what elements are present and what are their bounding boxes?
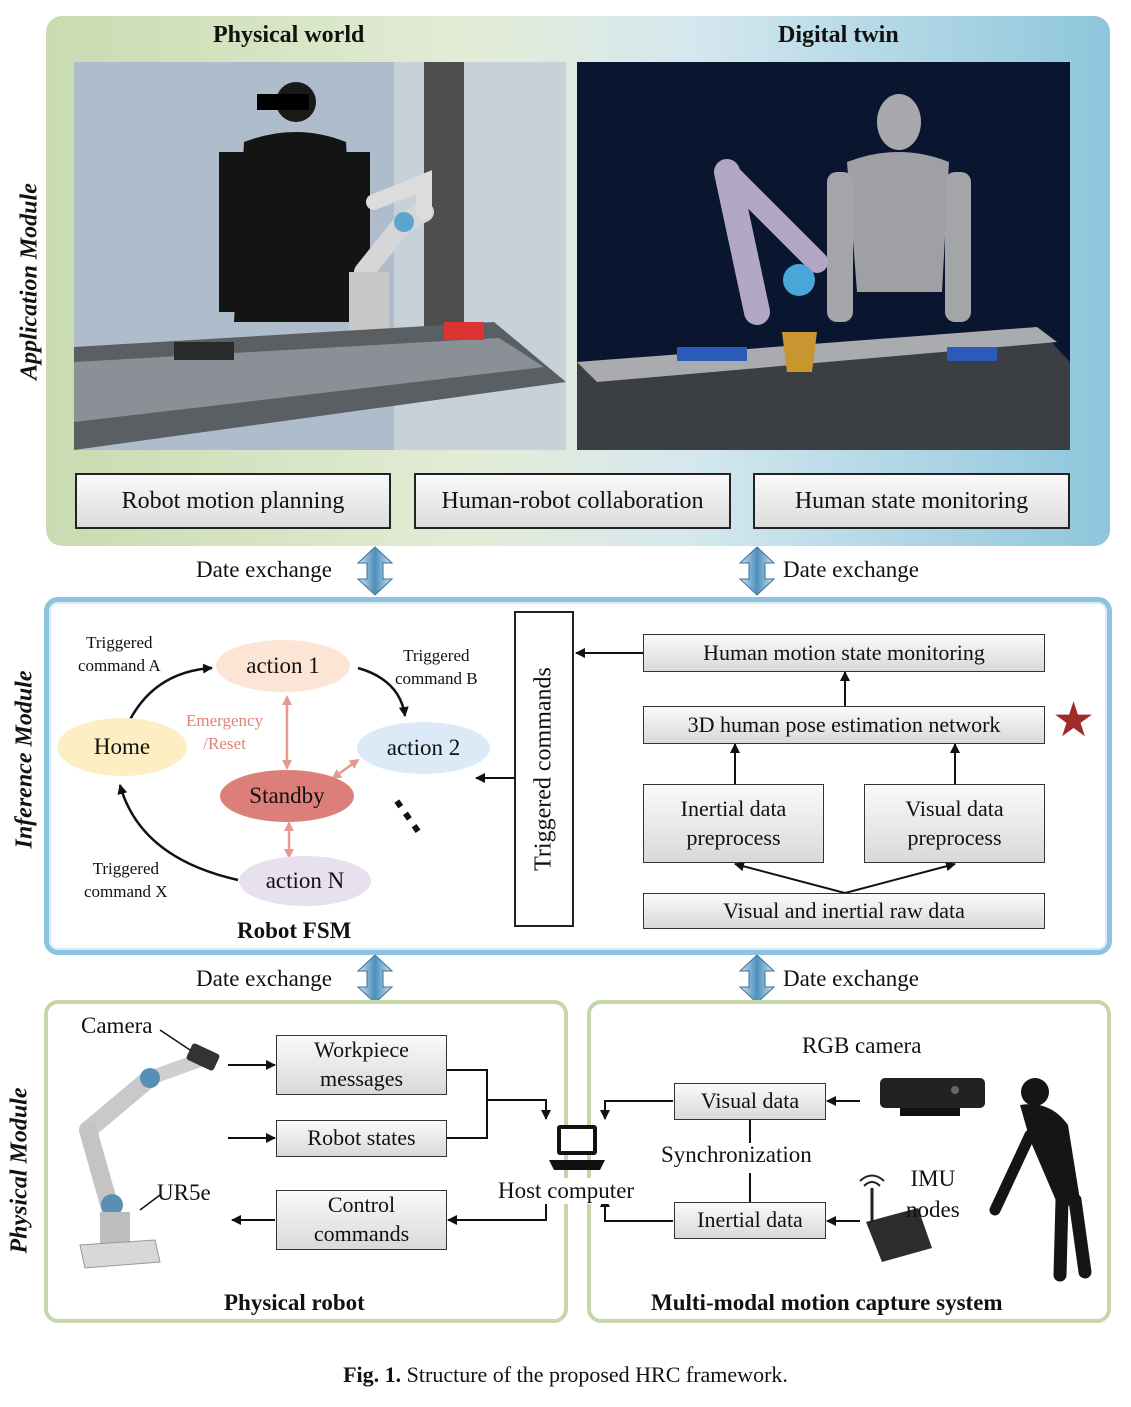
triggered-command-b-label: Triggered command B [395,646,478,688]
emergency-reset-label: Emergency /Reset [186,711,264,753]
human-robot-collaboration-box: Human-robot collaboration [414,473,731,529]
state-action-1: action 1 [216,640,350,692]
visual-data-box: Visual data [674,1083,826,1120]
star-icon: ★ [1052,694,1096,747]
figure-caption-text: Structure of the proposed HRC framework. [406,1362,788,1387]
physical-world-photo [74,62,566,450]
robot-motion-planning-box: Robot motion planning [75,473,391,529]
inertial-preprocess-box: Inertial data preprocess [643,784,824,863]
human-motion-monitoring-box: Human motion state monitoring [643,634,1045,672]
data-exchange-arrow [356,546,394,596]
host-computer-icon [549,1125,605,1170]
inertial-data-box: Inertial data [674,1202,826,1239]
triggered-commands-box: Triggered commands [514,611,574,927]
camera-label: Camera [81,1013,153,1038]
inertial-to-host-arrow [600,1197,673,1222]
raw-to-visual-arrow [844,861,956,894]
actionN-to-home-arrow [117,784,239,882]
host-computer-label: Host computer [498,1178,635,1204]
state-home: Home [57,718,187,776]
physical-robot-title: Physical robot [224,1290,365,1315]
standby-action2-arrow [331,758,360,780]
rgb-camera-label: RGB camera [802,1033,922,1058]
raw-to-inertial-arrow [734,861,846,894]
figure-caption: Fig. 1. Structure of the proposed HRC fr… [0,1362,1131,1388]
imu-device-icon [859,1174,932,1262]
visual-preprocess-box: Visual data preprocess [864,784,1045,863]
ur5e-label: UR5e [157,1180,211,1205]
triggered-command-a-label: Triggered command A [78,633,161,675]
data-exchange-label: Date exchange [783,966,920,991]
data-exchange-arrow [738,546,776,596]
rgb-camera-icon [880,1078,985,1116]
workpiece-messages-box: Workpiece messages [276,1035,447,1095]
digital-twin-title: Digital twin [778,22,899,48]
state-standby: Standby [220,770,354,822]
pose-estimation-network-box: 3D human pose estimation network [643,706,1045,744]
action1-to-action2-arrow [357,666,409,717]
imu-nodes-label: IMU nodes [906,1166,960,1223]
control-commands-box: Control commands [276,1190,447,1250]
visual-to-host-arrow [600,1100,673,1120]
triggered-command-x-label: Triggered command X [84,859,168,901]
robot-fsm-title: Robot FSM [237,918,352,943]
robot-states-box: Robot states [276,1120,447,1157]
digital-twin-render [577,62,1070,450]
raw-data-box: Visual and inertial raw data [643,893,1045,929]
synchronization-label: Synchronization [661,1142,812,1167]
data-exchange-label: Date exchange [196,557,333,582]
human-subject-illustration [989,1078,1092,1282]
host-to-control-arrow [447,1200,547,1225]
data-exchange-label: Date exchange [783,557,920,582]
physical-world-title: Physical world [213,22,365,48]
data-exchange-label: Date exchange [196,966,333,991]
human-state-monitoring-box: Human state monitoring [753,473,1070,529]
to-host-arrow [487,1099,551,1120]
motion-capture-title: Multi-modal motion capture system [651,1290,1003,1315]
workpiece-to-host-line [447,1069,488,1139]
figure-label: Fig. 1. [343,1362,402,1387]
inference-module-panel [44,597,1112,955]
state-action-2: action 2 [357,722,490,774]
state-action-n: action N [239,856,371,906]
